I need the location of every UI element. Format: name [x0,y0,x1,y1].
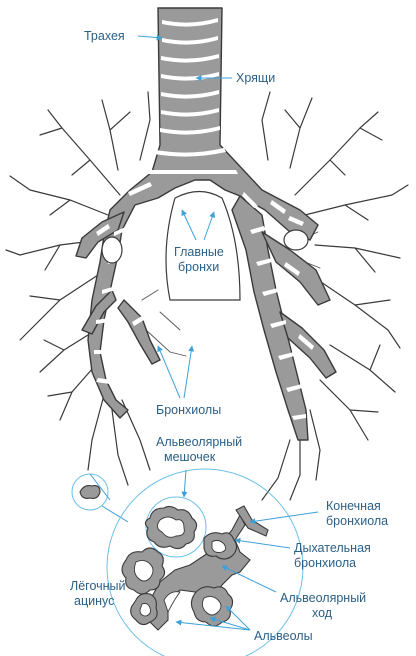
alveoli-pointer-3 [225,605,251,631]
labels: Трахея Хрящи Главные бронхи Бронхиолы Ал… [70,29,388,643]
alveolar-duct-pointer [221,565,277,593]
label-cartilage: Хрящи [236,71,275,85]
acinus-large-circle [106,468,304,656]
alveolar-sac-pointer [181,469,188,498]
pointers [137,34,319,631]
left-middle-branch [81,289,117,335]
main-bronchi-pointer-right [203,211,216,241]
acinus-enlarged [121,505,269,631]
zoom-connector-2 [89,473,111,501]
left-hilum-node [101,236,123,264]
label-trachea: Трахея [84,29,125,43]
label-acinus-line2: ацинус [74,594,114,608]
bronchioles-pointer-right [183,345,195,399]
zoom-connector-1 [101,505,129,523]
label-alveolar-sac-line2: мешочек [164,450,216,464]
label-terminal-bronchiole-line2: бронхиола [326,514,388,528]
label-alveolar-duct-line2: ход [312,606,333,620]
label-terminal-bronchiole-line1: Конечная [326,499,381,513]
label-main-bronchi-line2: бронхи [178,260,219,274]
peripheral-bronchioles [5,91,409,501]
label-alveolar-sac-line1: Альвеолярный [156,435,242,449]
label-alveolar-duct-line1: Альвеолярный [280,591,366,605]
respiratory-bronchiole-pointer [234,537,291,549]
label-respiratory-bronchiole-line2: бронхиола [294,556,356,570]
label-main-bronchi-line1: Главные [174,245,224,259]
label-respiratory-bronchiole-line1: Дыхательная [294,541,371,555]
main-bronchi-pointer-left [181,209,197,241]
cartilage-rings [94,18,314,420]
bronchioles-pointer-left [157,345,181,399]
trachea [87,7,319,419]
label-bronchioles: Бронхиолы [156,403,221,417]
trachea-pointer [137,34,163,41]
alveoli-pointer-1 [175,619,251,631]
label-acinus-line1: Лёгочный [70,579,126,593]
alveoli-pointer-2 [209,616,251,631]
carina-gap [165,190,241,301]
terminal-bronchiole-pointer [249,511,319,525]
right-main-bronchus [231,195,309,441]
right-hilum-node [283,229,309,251]
right-lateral-branch [261,231,331,306]
left-inner-branch [117,299,161,365]
label-alveoli: Альвеолы [254,629,313,643]
airway-tree [75,7,337,441]
alveolar-sac-circle [145,496,207,558]
acinus-small [79,485,101,499]
